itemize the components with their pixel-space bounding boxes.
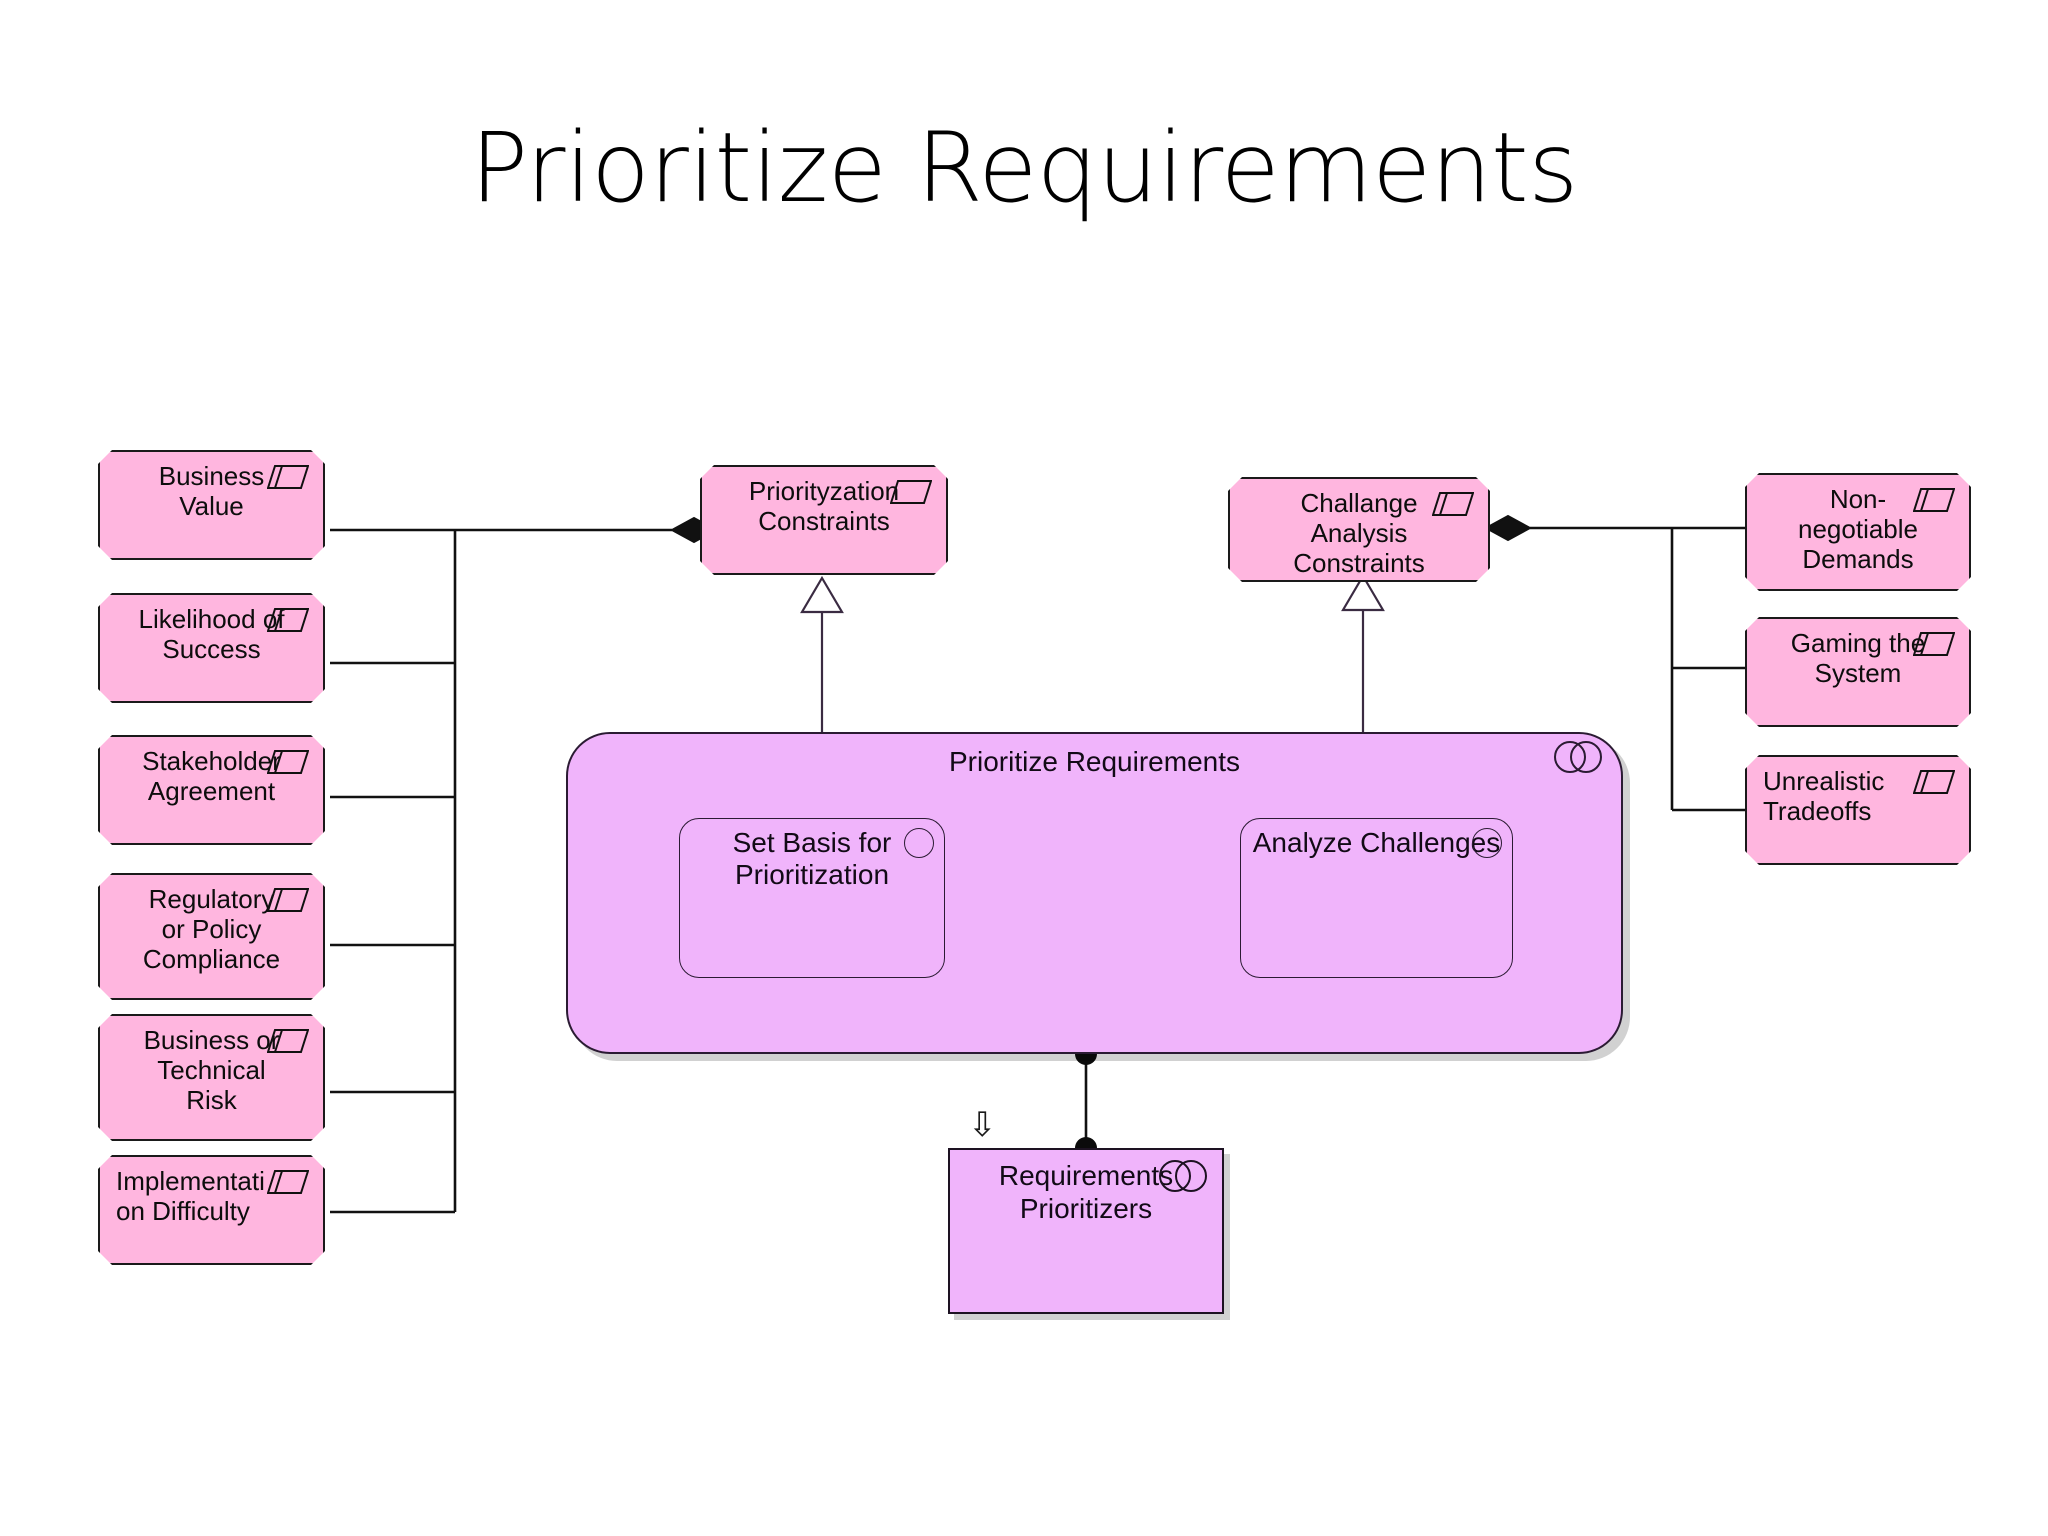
process-circle-icon [904, 828, 934, 858]
requirement-icon [267, 749, 309, 775]
process-box-analyze-challenges[interactable]: Analyze Challenges [1240, 818, 1513, 978]
requirement-icon [267, 464, 309, 490]
requirement-icon [890, 479, 932, 505]
assignment-edge [1075, 1043, 1097, 1159]
requirement-icon [267, 1028, 309, 1054]
collaboration-icon [1159, 1160, 1207, 1192]
collaboration-icon [1554, 741, 1602, 773]
page-title: Prioritize Requirements [470, 112, 1578, 224]
requirement-icon [1432, 491, 1474, 517]
requirement-icon [267, 1169, 309, 1195]
process-circle-icon [1472, 828, 1502, 858]
realization-triangle-left [800, 575, 844, 614]
process-label: Analyze Challenges [1252, 827, 1501, 858]
requirement-icon [1913, 487, 1955, 513]
requirement-icon [1913, 769, 1955, 795]
group-title: Prioritize Requirements [949, 746, 1240, 777]
composition-diamond-right [1483, 514, 1533, 542]
requirement-icon [1913, 631, 1955, 657]
requirement-icon [267, 607, 309, 633]
down-arrow-icon: ⇩ [968, 1105, 997, 1145]
requirement-icon [267, 887, 309, 913]
